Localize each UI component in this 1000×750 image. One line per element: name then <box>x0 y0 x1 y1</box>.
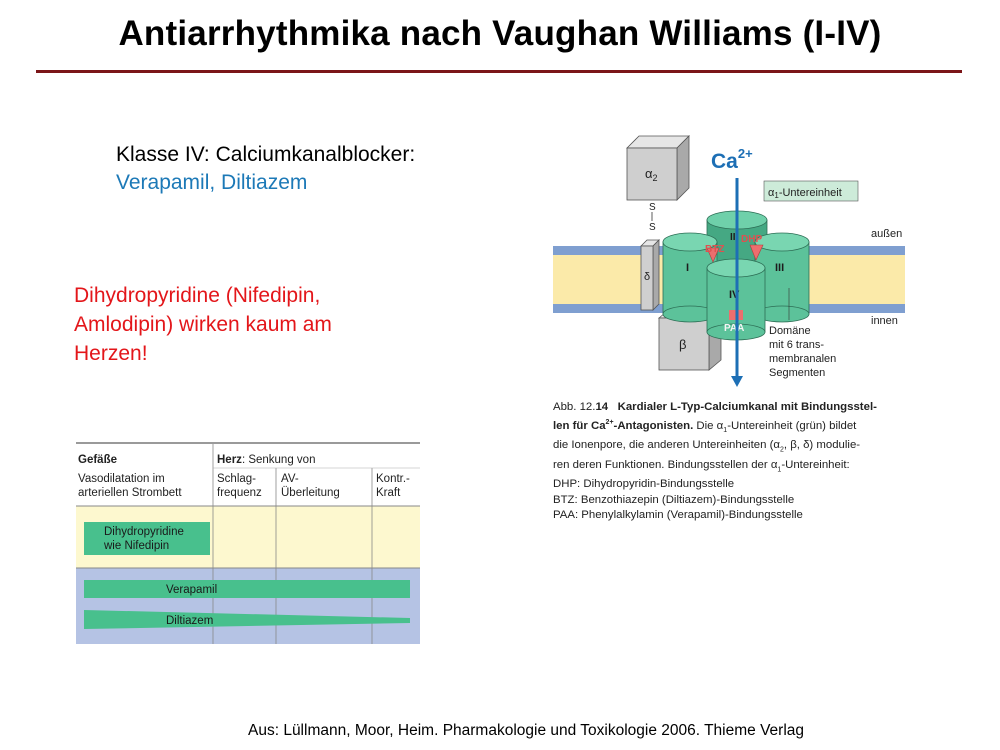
domain-I-label: I <box>686 262 689 274</box>
citation: Aus: Lüllmann, Moor, Heim. Pharmakologie… <box>248 722 805 739</box>
header-force-1: Kontr.- <box>376 473 410 485</box>
domain-note-2: mit 6 trans- <box>769 339 824 351</box>
dhp-note-line-2: Amlodipin) wirken kaum am <box>74 313 332 336</box>
class-heading: Klasse IV: Calciumkanalblocker: <box>116 143 416 166</box>
alpha1-label: α1-Untereinheit <box>768 187 842 200</box>
domain-note-1: Domäne <box>769 325 811 337</box>
header-vessels-sub-1: Vasodilatation im <box>78 473 165 485</box>
header-force-2: Kraft <box>376 487 401 499</box>
btz-site <box>706 247 720 263</box>
bar-dhp-label-2: wie Nifedipin <box>103 540 169 552</box>
caption-line-4: ren deren Funktionen. Bindungsstellen de… <box>553 458 850 474</box>
inside-label: innen <box>871 315 898 327</box>
header-av-1: AV- <box>281 473 299 485</box>
alpha1-label-box <box>763 180 859 202</box>
domain-note-4: Segmenten <box>769 367 825 379</box>
domain-II-label: II <box>730 232 736 243</box>
btz-label: BTZ <box>705 244 724 255</box>
bar-diltiazem-label: Diltiazem <box>166 615 213 627</box>
dhp-note: Dihydropyridine (Nifedipin, Amlodipin) w… <box>74 281 332 368</box>
dhp-note-line-1: Dihydropyridine (Nifedipin, <box>74 284 321 307</box>
ion-label: Ca2+ <box>711 146 753 173</box>
slide-title: Antiarrhythmika nach Vaughan Williams (I… <box>118 14 882 53</box>
header-rate-2: frequenz <box>217 487 262 499</box>
dhp-site <box>749 244 764 261</box>
effects-table: Gefäße Vasodilatation im arteriellen Str… <box>76 442 420 644</box>
caption-line-3: die Ionenpore, die anderen Untereinheite… <box>553 439 861 454</box>
beta-subunit <box>658 317 710 371</box>
class-drugs: Verapamil, Diltiazem <box>116 171 308 194</box>
header-rate-1: Schlag- <box>217 473 256 485</box>
bar-verapamil-label: Verapamil <box>166 584 217 596</box>
alpha2-label: α2 <box>645 166 658 183</box>
dhp-note-line-3: Herzen! <box>74 342 148 365</box>
caption-line-7: PAA: Phenylalkylamin (Verapamil)-Bindung… <box>553 508 803 521</box>
disulfide-s2: S <box>649 222 656 233</box>
header-av-2: Überleitung <box>281 487 340 499</box>
disulfide-s1: S <box>649 202 656 213</box>
title-rule <box>36 70 962 73</box>
bar-dhp-label-1: Dihydropyridine <box>104 526 184 538</box>
delta-label: δ <box>644 271 650 283</box>
paa-label: PAA <box>724 323 744 334</box>
calcium-channel-diagram: α2 S S δ β I III II IV BTZ DHP PAA Ca2+ … <box>553 135 905 387</box>
domain-IV-label: IV <box>729 289 740 301</box>
beta-label: β <box>679 337 686 352</box>
header-vessels: Gefäße <box>78 454 117 466</box>
alpha2-subunit <box>626 147 678 201</box>
caption-line-5: DHP: Dihydropyridin-Bindungsstelle <box>553 478 735 491</box>
domain-note-3: membranalen <box>769 353 836 365</box>
bar-diltiazem <box>84 610 410 629</box>
header-vessels-sub-2: arteriellen Strombett <box>78 487 182 499</box>
class-block: Klasse IV: Calciumkanalblocker: Verapami… <box>116 141 415 197</box>
dhp-label: DHP <box>741 234 762 245</box>
domain-III-label: III <box>775 262 784 274</box>
caption-line-1: Abb. 12.14 Kardialer L-Typ-Calciumkanal … <box>553 401 877 413</box>
delta-subunit <box>640 245 654 311</box>
header-heart: Herz: Senkung von <box>217 454 315 466</box>
caption-line-2: len für Ca2+-Antagonisten. Die α1-Untere… <box>553 419 857 435</box>
figure-caption: Abb. 12.14 Kardialer L-Typ-Calciumkanal … <box>553 400 913 523</box>
bar-dihydropyridine <box>84 522 210 555</box>
caption-line-6: BTZ: Benzothiazepin (Diltiazem)-Bindungs… <box>553 493 795 506</box>
outside-label: außen <box>871 228 902 240</box>
ion-flow-arrow <box>731 376 743 387</box>
bar-verapamil <box>84 580 410 598</box>
